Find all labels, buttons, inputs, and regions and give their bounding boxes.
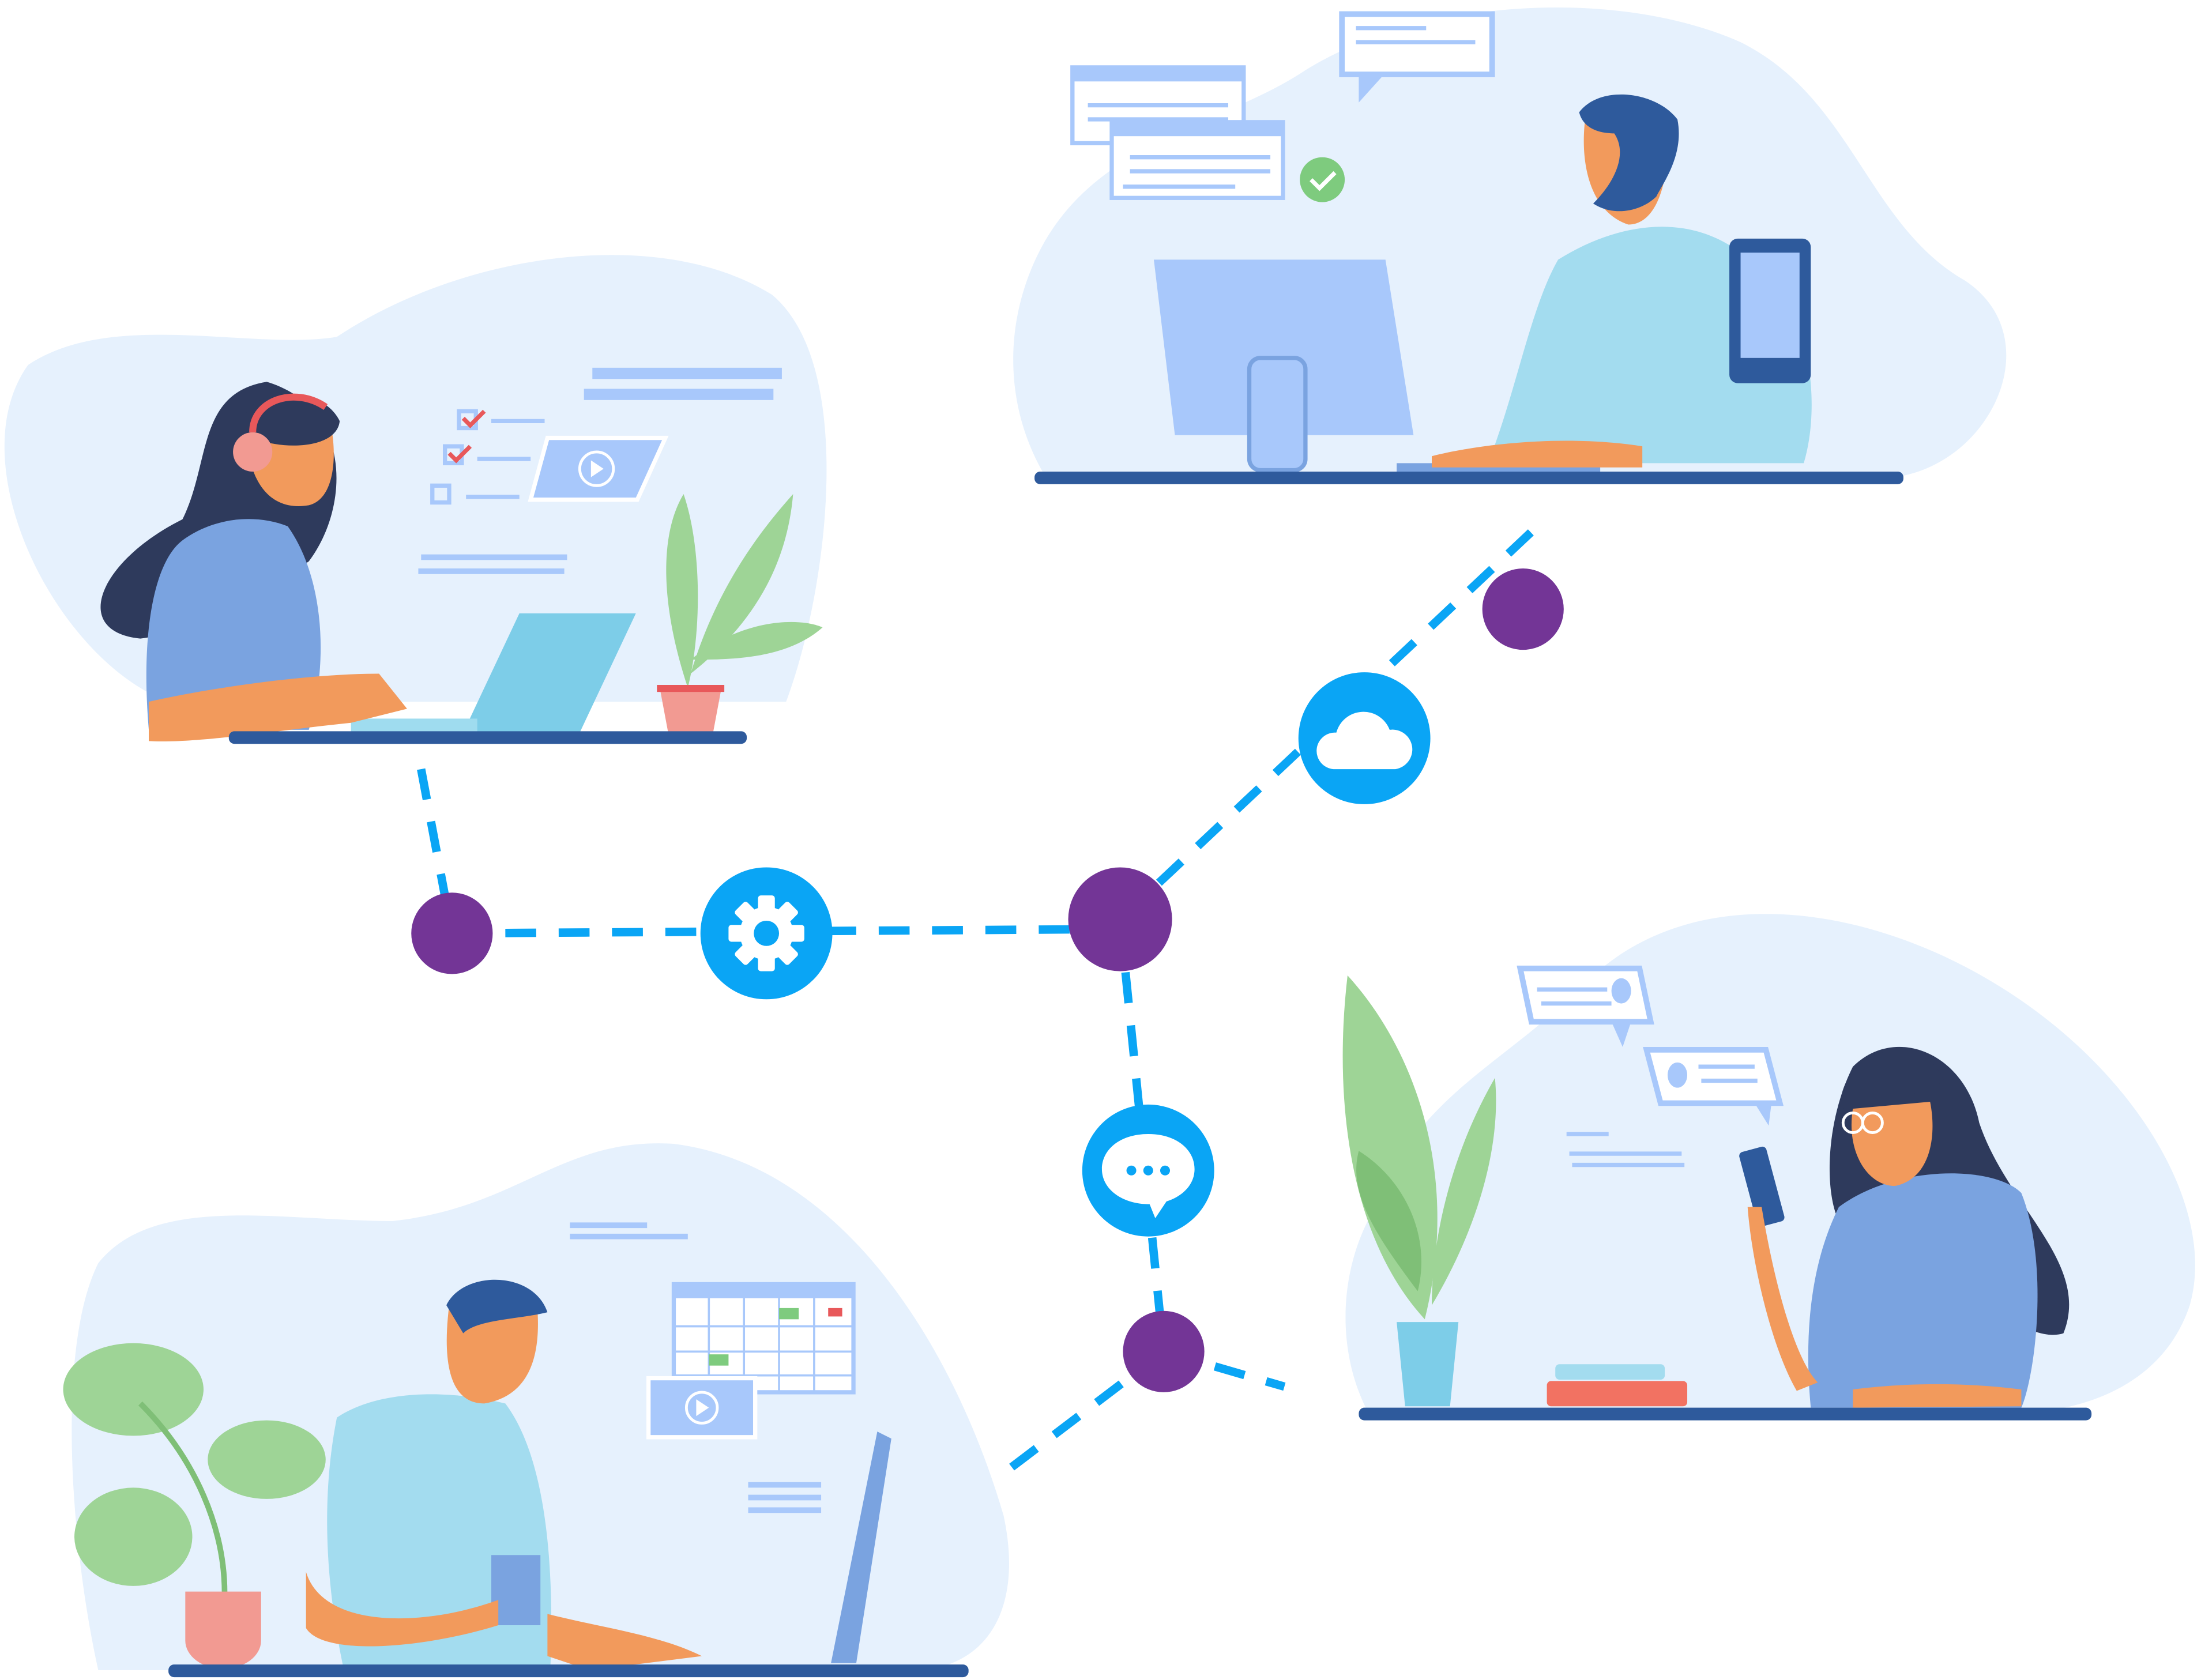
scene-man-at-monitor-with-cup <box>63 1222 891 1670</box>
speech-bubble-icon <box>1517 965 1654 1048</box>
network-node <box>1123 1310 1205 1392</box>
browser-window-icon <box>1109 120 1285 200</box>
network-node <box>1068 867 1172 971</box>
monitor <box>1154 259 1414 435</box>
desk <box>1359 1407 2092 1421</box>
scene-woman-with-phone <box>1342 965 2070 1408</box>
connector-line <box>996 1348 1167 1480</box>
monitor <box>831 1432 891 1663</box>
scene-woman-with-headphones-laptop <box>100 367 823 742</box>
ui-line <box>592 367 782 379</box>
network-node <box>411 892 493 974</box>
speech-bubble-icon <box>1339 11 1495 103</box>
headphones <box>233 432 273 472</box>
laptop <box>463 613 636 733</box>
books <box>1547 1364 1688 1407</box>
phone <box>1739 1146 1785 1227</box>
ui-line <box>418 568 565 574</box>
video-card-icon <box>646 1376 758 1440</box>
network-node <box>1482 568 1564 650</box>
ui-line <box>584 389 774 400</box>
speech-bubble-icon <box>1643 1047 1784 1126</box>
chat-bubble-icon <box>1082 1104 1214 1237</box>
gear-icon <box>700 867 833 1000</box>
background-blob-bottom-left <box>72 1143 1009 1670</box>
connector-line <box>417 768 457 935</box>
ui-line <box>421 554 567 560</box>
desk <box>168 1664 969 1678</box>
check-icon <box>1300 157 1345 202</box>
checklist-icon <box>430 409 545 505</box>
desk <box>228 731 747 744</box>
plant-icon <box>1342 975 1496 1407</box>
cloud-icon <box>1298 672 1431 804</box>
scene-man-at-desktop-with-tablet <box>1070 11 1812 474</box>
plant-icon <box>657 494 823 733</box>
video-card-icon <box>528 435 669 502</box>
desk <box>1034 471 1903 484</box>
calendar-icon <box>671 1282 856 1395</box>
plant-icon <box>63 1343 326 1669</box>
